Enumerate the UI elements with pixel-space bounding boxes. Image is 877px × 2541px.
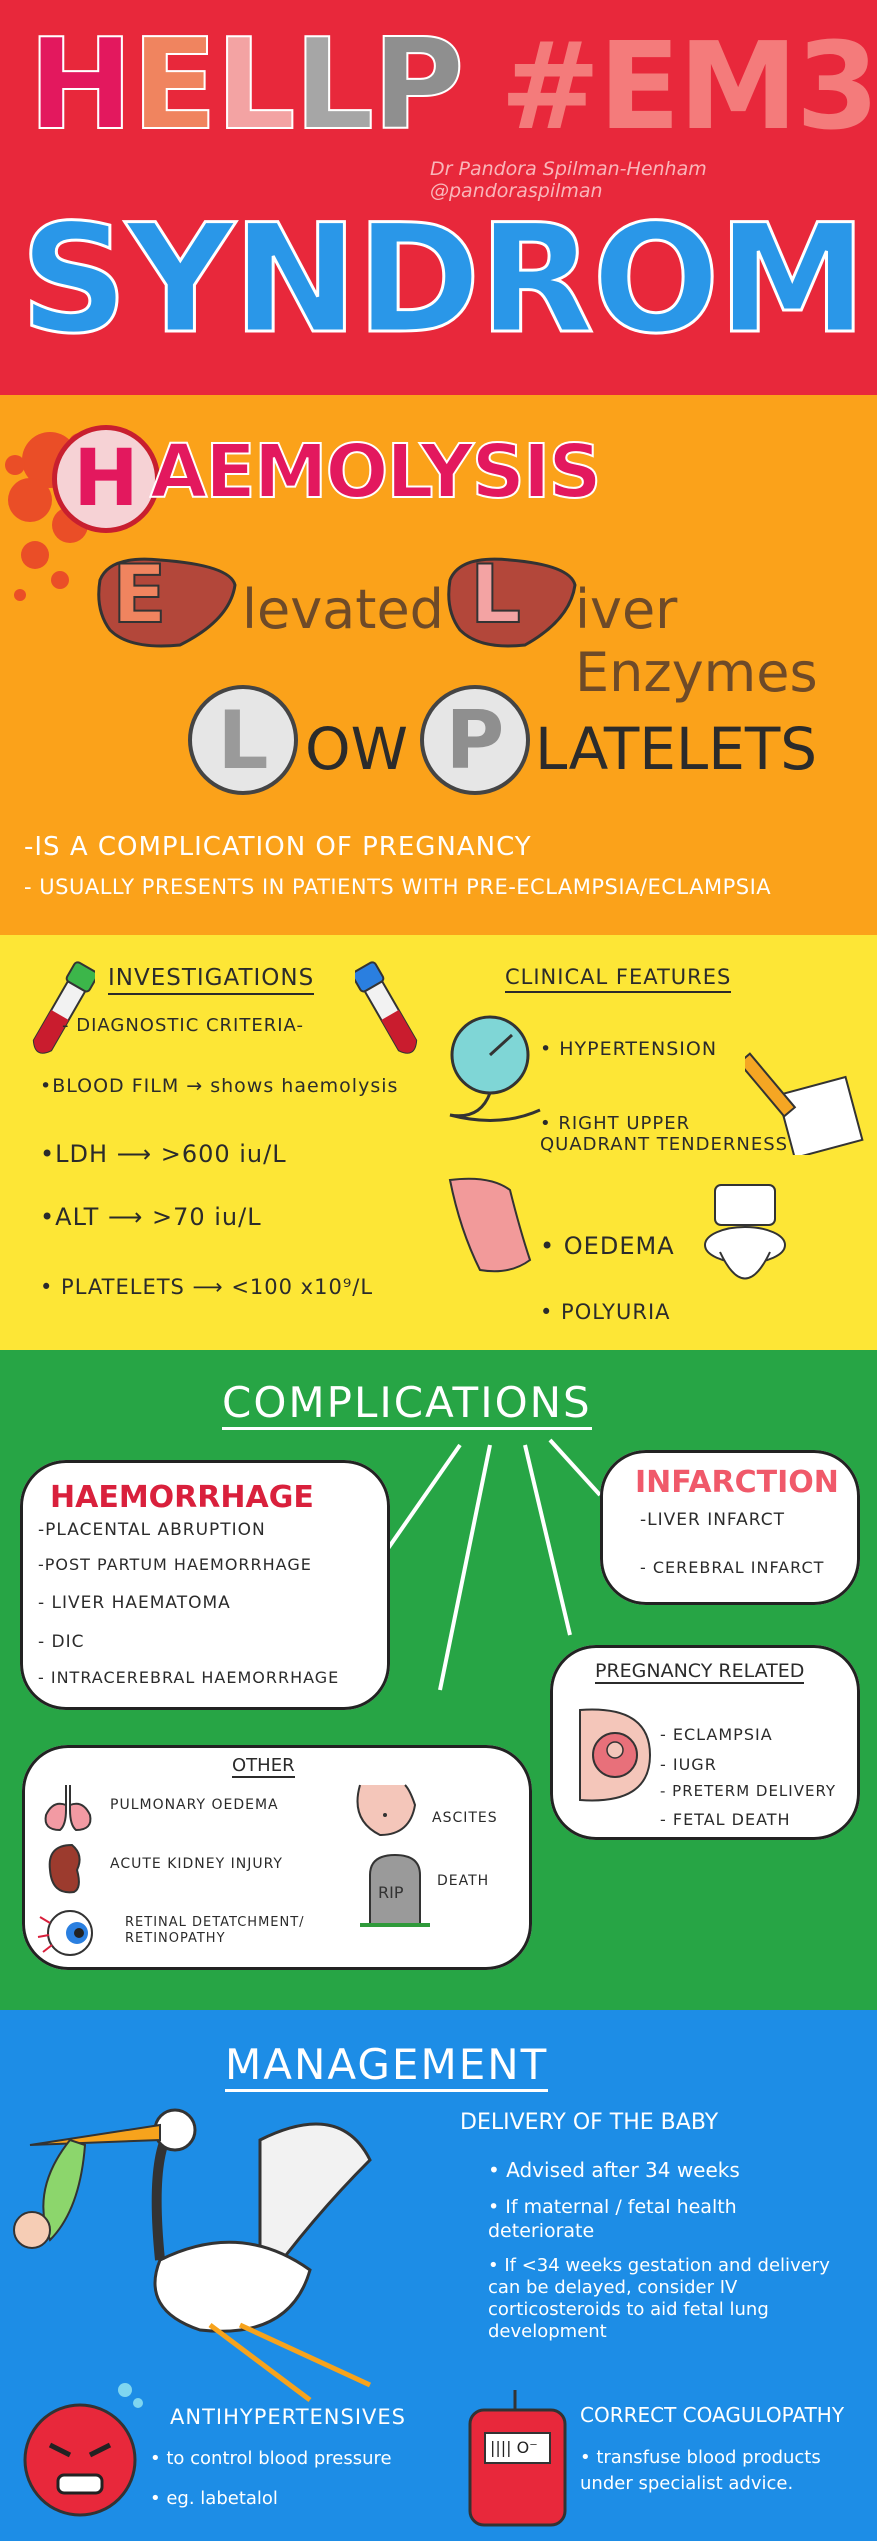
infarction-item: - CEREBRAL INFARCT (640, 1558, 825, 1577)
e-letter: E (111, 548, 168, 641)
clinical-item-oedema: • OEDEMA (540, 1232, 675, 1260)
other-item-retinal: RETINAL DETATCHMENT/ RETINOPATHY (125, 1915, 305, 1946)
p-letter-platelet: P (420, 685, 530, 795)
test-tube-icon-2 (355, 961, 418, 1054)
investigation-item: • PLATELETS ⟶ <100 x10⁹/L (40, 1275, 374, 1299)
haemorrhage-item: - DIC (38, 1632, 85, 1652)
infarction-item: -LIVER INFARCT (640, 1510, 786, 1530)
other-item-death: DEATH (437, 1873, 490, 1889)
pregnancy-related-title: PREGNANCY RELATED (595, 1660, 805, 1684)
eye-icon (37, 1910, 93, 1956)
hellp-letter-h: H (27, 11, 134, 158)
hellp-letter-l2: L (293, 11, 375, 158)
test-tube-icon (32, 961, 95, 1054)
blood-bag-label: |||| O⁻ (490, 2438, 538, 2457)
delivery-item: • If maternal / fetal health deteriorate (488, 2196, 737, 2242)
note-presentation: - USUALLY PRESENTS IN PATIENTS WITH PRE-… (24, 875, 772, 899)
elevated-word: levated (242, 578, 444, 641)
delivery-item: • Advised after 34 weeks (488, 2158, 740, 2182)
haemorrhage-item: - INTRACEREBRAL HAEMORRHAGE (38, 1668, 340, 1687)
liver-icon-2 (447, 557, 577, 648)
complications-section: COMPLICATIONS HAEMORRHAGE -PLACENTAL ABR… (0, 1350, 877, 2010)
coagulopathy-item: • transfuse blood products under special… (580, 2447, 821, 2494)
complications-heading: COMPLICATIONS (222, 1378, 592, 1430)
platelets-word: LATELETS (535, 715, 818, 783)
pregnancy-item: - FETAL DEATH (660, 1810, 791, 1829)
infarction-box (600, 1450, 860, 1605)
investigation-item: •LDH ⟶ >600 iu/L (40, 1140, 287, 1168)
management-heading: MANAGEMENT (225, 2040, 549, 2092)
investigations-heading: INVESTIGATIONS (108, 965, 315, 995)
clinical-item-ruq: • RIGHT UPPER QUADRANT TENDERNESS (540, 1113, 789, 1155)
other-item-pulmonary: PULMONARY OEDEMA (110, 1797, 279, 1813)
syndrome-title: SYNDROME (18, 193, 877, 367)
l-letter-platelet: L (188, 685, 298, 795)
haemolysis-word: AEMOLYSIS (149, 429, 603, 515)
abdomen-tenderness-icon (745, 1052, 864, 1155)
rip-text: RIP (378, 1883, 404, 1902)
other-item-ascites: ASCITES (432, 1810, 498, 1826)
coagulopathy-heading: CORRECT COAGULOPATHY (580, 2403, 845, 2427)
pregnancy-item: - ECLAMPSIA (660, 1725, 773, 1744)
note-complication: -IS A COMPLICATION OF PREGNANCY (24, 832, 532, 862)
antihypertensives-item: • eg. labetalol (150, 2488, 278, 2509)
l-letter-liver: L (469, 548, 522, 641)
branch-arrows (378, 1438, 602, 1691)
haemorrhage-title: HAEMORRHAGE (50, 1480, 314, 1515)
antihypertensives-item: • to control blood pressure (150, 2448, 392, 2469)
blood-pressure-gauge-icon (449, 1015, 541, 1122)
author-credit: Dr Pandora Spilman-Henham @pandoraspilma… (430, 158, 707, 202)
haemorrhage-item: -PLACENTAL ABRUPTION (38, 1520, 266, 1540)
low-word: OW (305, 715, 409, 783)
diagnostic-criteria: - DIAGNOSTIC CRITERIA- (62, 1015, 304, 1036)
gravestone-icon (360, 1853, 430, 1927)
pregnant-uterus-icon (579, 1708, 652, 1802)
investigation-item: •BLOOD FILM → shows haemolysis (40, 1075, 399, 1097)
haemorrhage-box (20, 1460, 390, 1710)
em3-hashtag: #EM3 (500, 18, 877, 157)
clinical-item-polyuria: • POLYURIA (540, 1300, 671, 1324)
delivery-heading: DELIVERY OF THE BABY (460, 2110, 719, 2135)
infarction-title: INFARCTION (635, 1465, 839, 1500)
management-section: MANAGEMENT DELIVERY OF THE BABY • Advise… (0, 2010, 877, 2541)
angry-face-icon (23, 2383, 143, 2517)
haemorrhage-item: -POST PARTUM HAEMORRHAGE (38, 1555, 312, 1574)
title-banner: HELLP #EM3 Dr Pandora Spilman-Henham @pa… (0, 0, 877, 395)
pregnancy-item: - IUGR (660, 1755, 717, 1774)
delivery-item: • If <34 weeks gestation and delivery ca… (488, 2255, 830, 2342)
kidney-icon (48, 1843, 81, 1894)
investigation-item: •ALT ⟶ >70 iu/L (40, 1203, 262, 1231)
liver-enzymes-word: iver Enzymes (575, 578, 818, 704)
stork-with-baby-icon (13, 2108, 372, 2402)
other-title: OTHER (232, 1755, 295, 1778)
clinical-item-hypertension: • HYPERTENSION (540, 1038, 718, 1060)
ascites-abdomen-icon (356, 1784, 417, 1837)
pregnancy-item: - PRETERM DELIVERY (660, 1782, 837, 1800)
other-box (22, 1745, 532, 1970)
hellp-title: HELLP (27, 21, 466, 149)
toilet-icon (704, 1184, 786, 1280)
clinical-features-heading: CLINICAL FEATURES (505, 965, 732, 993)
hellp-letter-p: P (371, 11, 465, 158)
h-letter-badge: H (52, 425, 160, 533)
haemorrhage-item: - LIVER HAEMATOMA (38, 1593, 231, 1613)
hellp-letter-e: E (130, 11, 218, 158)
lungs-icon (44, 1785, 92, 1832)
antihypertensives-heading: ANTIHYPERTENSIVES (170, 2405, 407, 2429)
liver-icon (97, 557, 237, 648)
blood-bag-icon (468, 2390, 567, 2527)
investigations-section: INVESTIGATIONS - DIAGNOSTIC CRITERIA- •B… (0, 935, 877, 1350)
swollen-leg-icon (448, 1177, 532, 1273)
other-item-aki: ACUTE KIDNEY INJURY (110, 1856, 283, 1872)
hellp-letter-l1: L (215, 11, 297, 158)
acronym-section: H AEMOLYSIS E levated L iver Enzymes L O… (0, 395, 877, 935)
